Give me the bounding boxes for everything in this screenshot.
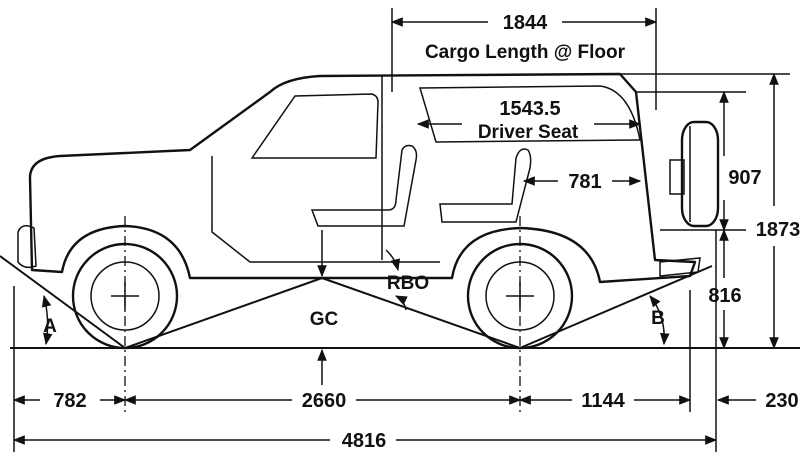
lower-height-value: 816: [708, 285, 741, 307]
overall-height-value: 1873: [756, 219, 801, 241]
overall-length-value: 4816: [342, 430, 387, 452]
approach-angle-label: A: [43, 316, 57, 337]
vehicle-outline: [17, 72, 720, 284]
wheelbase-value: 2660: [302, 390, 347, 412]
departure-angle-label: B: [651, 308, 665, 329]
driver-seat-value: 1543.5: [499, 98, 560, 120]
cargo-length-value: 1844: [503, 12, 548, 34]
angle-lines: [0, 255, 713, 349]
seat-to-rear-value: 781: [568, 171, 601, 193]
rear-overhang-value: 1144: [581, 390, 625, 412]
spare-height-value: 907: [728, 167, 761, 189]
driver-seat-label: Driver Seat: [478, 122, 579, 143]
cargo-length-label: Cargo Length @ Floor: [425, 42, 626, 63]
front-overhang-value: 782: [53, 390, 86, 412]
ramp-breakover-label: RBO: [387, 273, 429, 294]
ground-clearance-label: GC: [310, 309, 339, 330]
spare-overhang-value: 230: [765, 390, 798, 412]
